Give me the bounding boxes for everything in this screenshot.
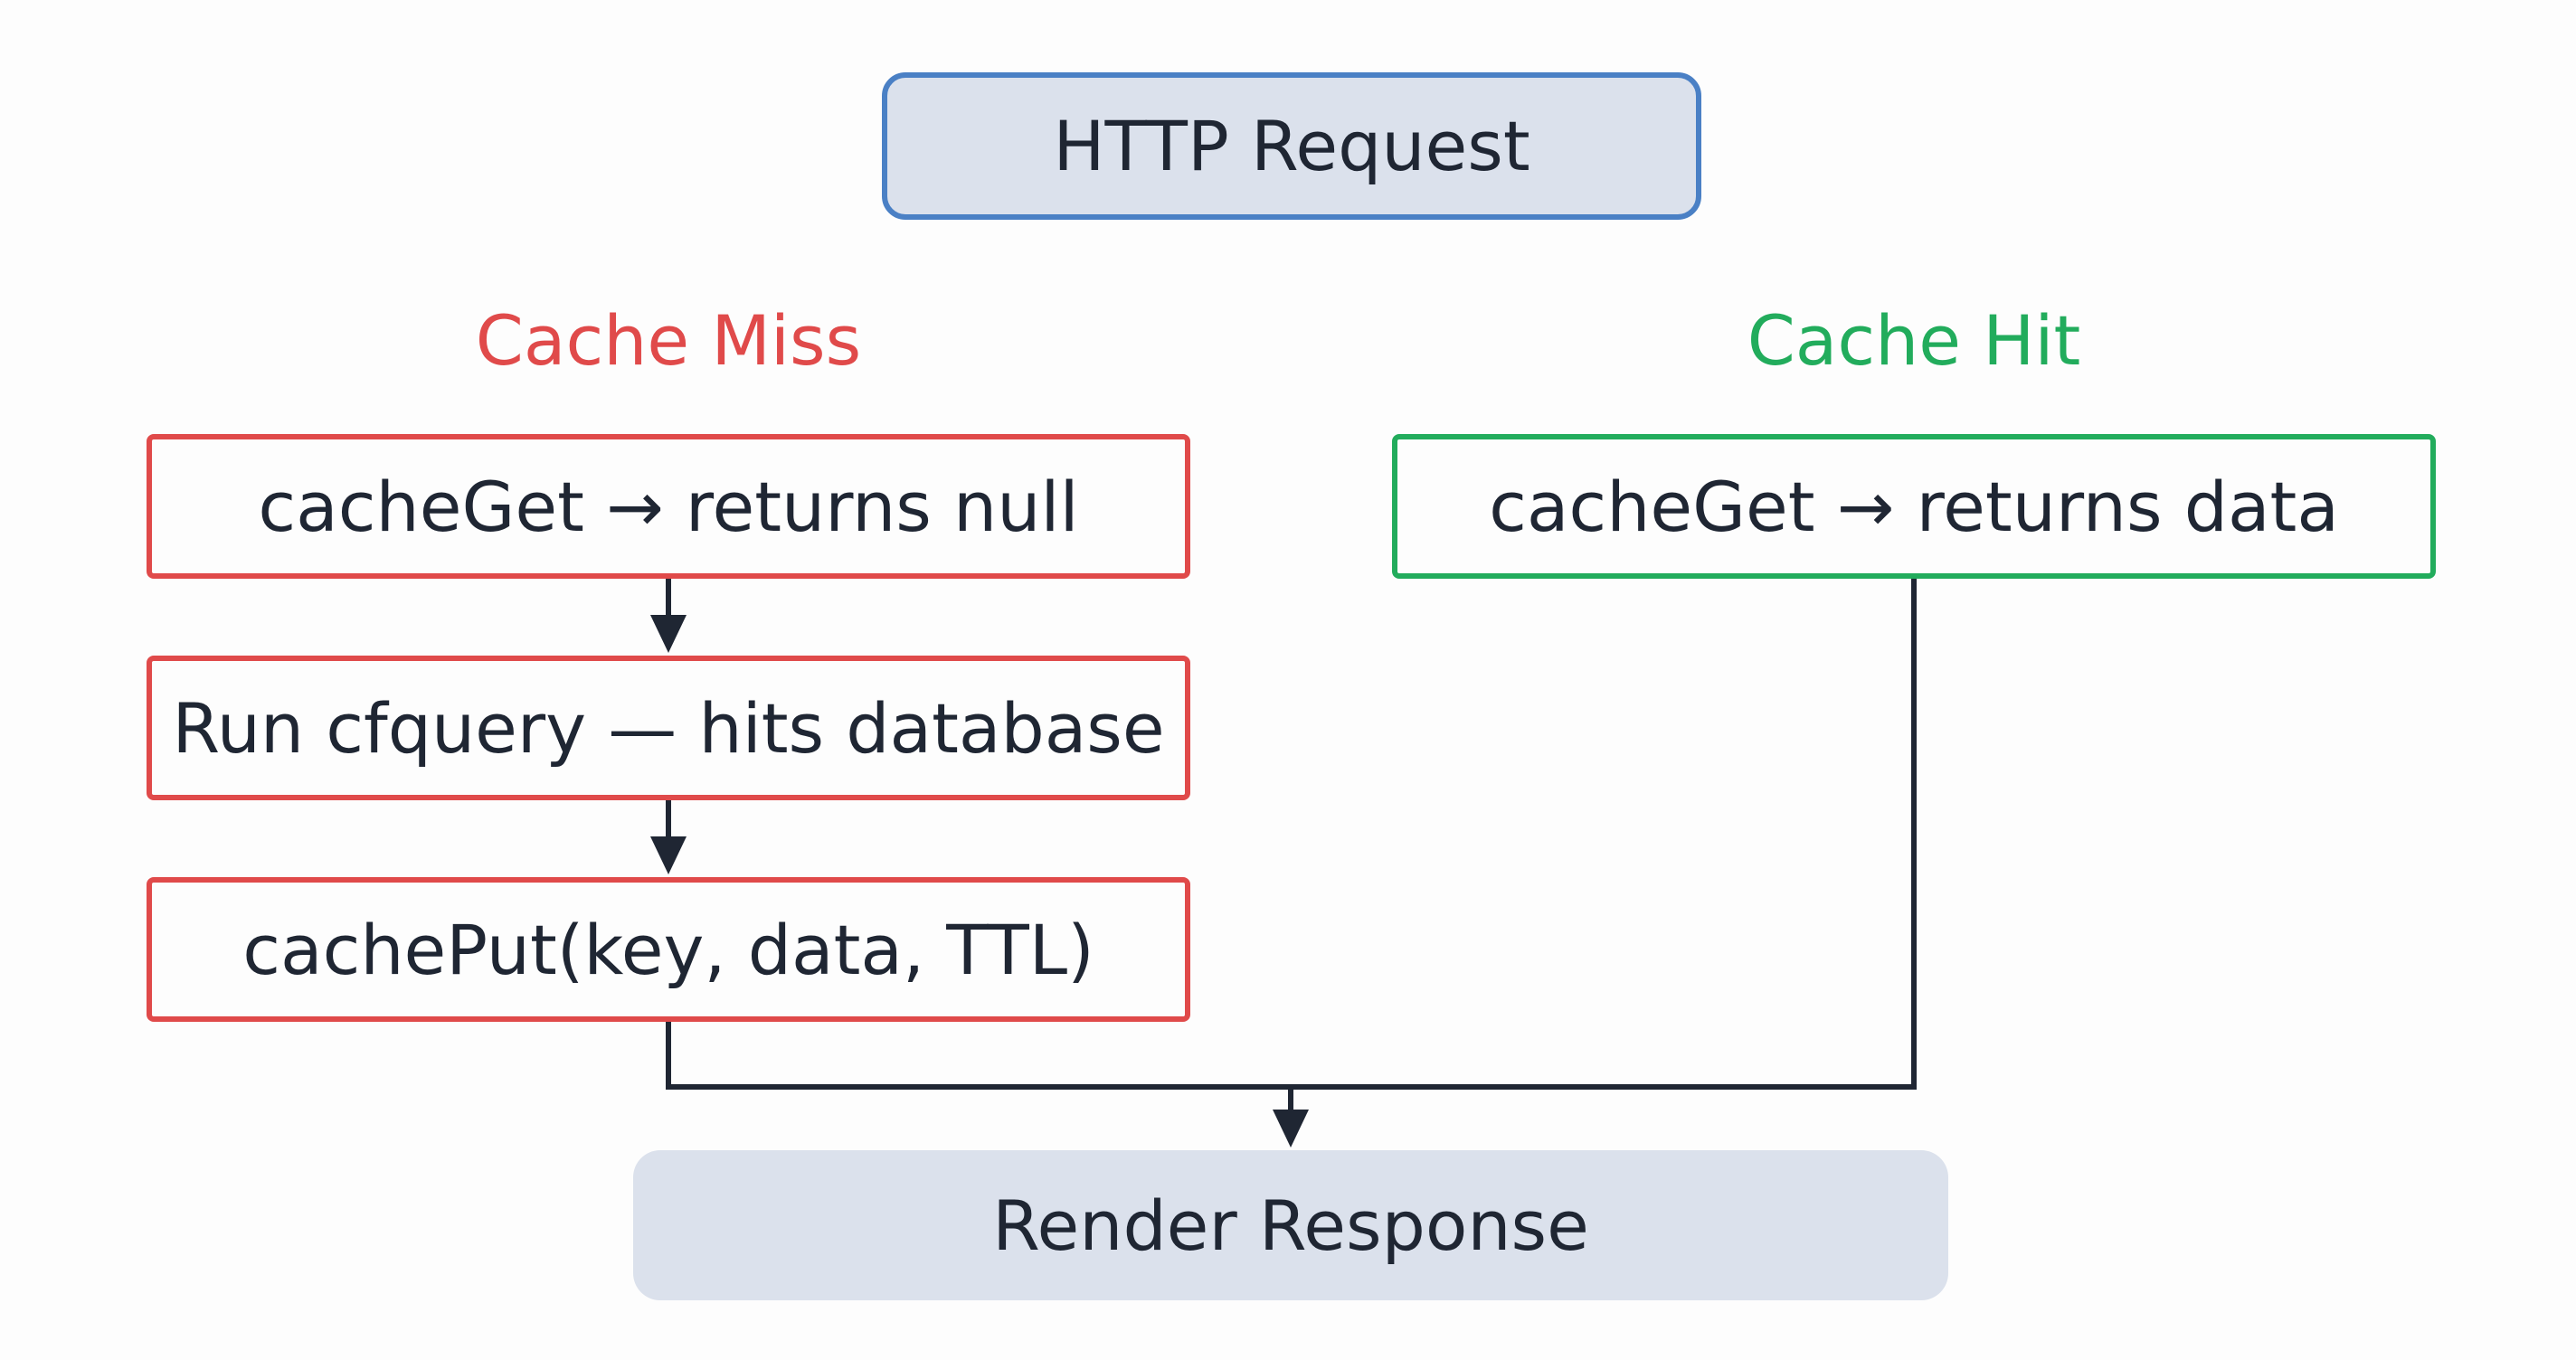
arrowhead-put (650, 836, 687, 874)
arrowhead-query (650, 615, 687, 653)
cache-get-null-node: cacheGet → returns null (147, 434, 1190, 579)
cache-miss-label: Cache Miss (475, 300, 862, 381)
render-response-node: Render Response (633, 1150, 1948, 1300)
connector-put-to-merge (666, 1022, 1291, 1090)
connector-hit-to-merge (1291, 579, 1917, 1090)
cache-get-data-label: cacheGet → returns data (1489, 466, 2339, 547)
cache-get-data-node: cacheGet → returns data (1392, 434, 2436, 579)
render-response-label: Render Response (992, 1185, 1589, 1266)
http-request-label: HTTP Request (1053, 106, 1530, 186)
cache-put-label: cachePut(key, data, TTL) (242, 909, 1094, 990)
arrowhead-render (1273, 1110, 1309, 1148)
run-cfquery-node: Run cfquery — hits database (147, 656, 1190, 800)
http-request-node: HTTP Request (882, 72, 1701, 220)
run-cfquery-label: Run cfquery — hits database (172, 687, 1165, 769)
cache-put-node: cachePut(key, data, TTL) (147, 877, 1190, 1022)
cache-hit-label: Cache Hit (1747, 300, 2081, 381)
cache-get-null-label: cacheGet → returns null (258, 466, 1079, 547)
